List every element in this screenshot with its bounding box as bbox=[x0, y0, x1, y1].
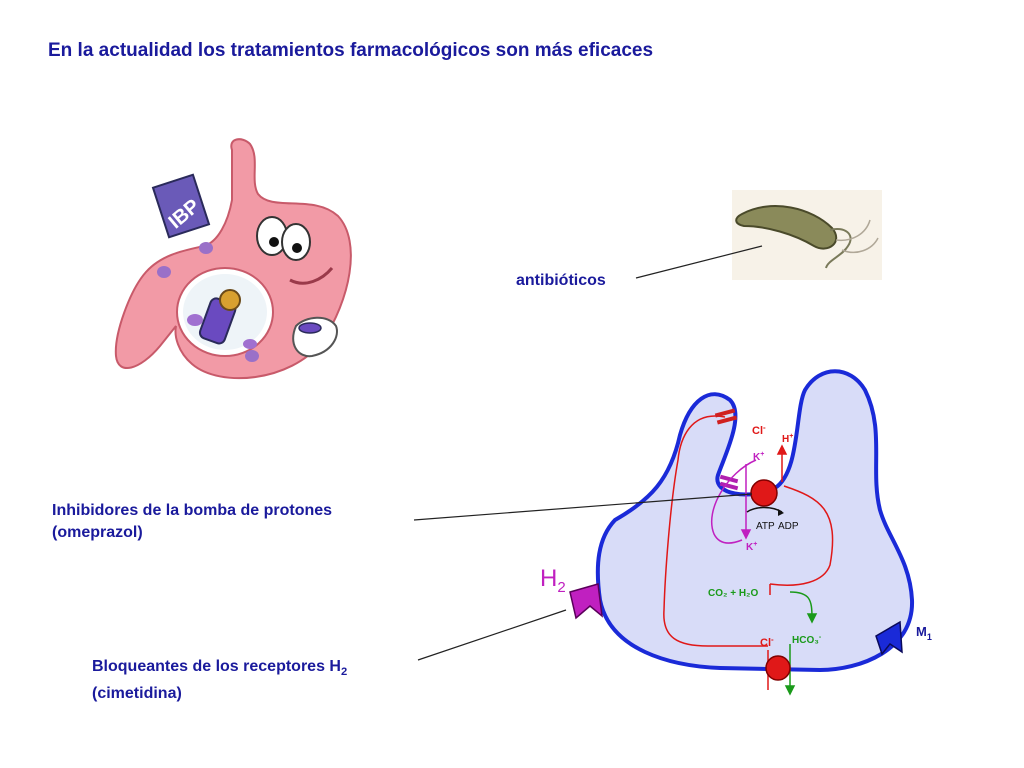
svg-text:Cl-: Cl- bbox=[760, 635, 774, 649]
potassium-channel bbox=[719, 474, 739, 491]
cl-top-label: Cl- bbox=[752, 423, 766, 437]
m1-receptor: M1 bbox=[875, 620, 932, 656]
h2-blockers-label: Bloqueantes de los receptores H2 (cimeti… bbox=[92, 656, 347, 705]
h2-receptor: H2 bbox=[540, 565, 603, 620]
co2-label: CO₂ + H₂O bbox=[708, 588, 759, 599]
pills-inside bbox=[157, 242, 259, 362]
adp-label: ADP bbox=[778, 521, 799, 532]
svg-text:Cl-: Cl- bbox=[752, 423, 766, 437]
parietal-cell-diagram: Cl- H+ K+ K+ ATP ADP CO₂ + H₂O bbox=[540, 369, 932, 696]
h2-blockers-line-1: Bloqueantes de los receptores H2 bbox=[92, 658, 348, 679]
chloride-channel-top bbox=[714, 408, 738, 425]
cell-body bbox=[595, 369, 915, 673]
h-plus-arrow bbox=[776, 444, 788, 482]
svg-text:H2: H2 bbox=[540, 565, 566, 596]
proton-pump-inhibitors-label: Inhibidores de la bomba de protones (ome… bbox=[52, 500, 332, 544]
red-chloride-loop bbox=[663, 415, 834, 647]
svg-text:K+: K+ bbox=[753, 451, 764, 463]
atp-label: ATP bbox=[756, 521, 775, 532]
antibiotics-label: antibióticos bbox=[516, 272, 606, 289]
svg-text:K+: K+ bbox=[746, 541, 757, 553]
svg-text:H+: H+ bbox=[782, 433, 793, 445]
cl-bottom-label: Cl- bbox=[760, 635, 774, 649]
h-plus-label: H+ bbox=[782, 433, 793, 445]
stomach-eyes bbox=[256, 216, 334, 285]
svg-text:HCO₃-: HCO₃- bbox=[792, 634, 822, 646]
k-plus-top-label: K+ bbox=[753, 451, 764, 463]
h2-blockers-line-2: (cimetidina) bbox=[92, 685, 182, 703]
ppi-line-1: Inhibidores de la bomba de protones bbox=[52, 502, 333, 519]
svg-text:M1: M1 bbox=[916, 624, 932, 642]
helicobacter-bacterium-image bbox=[732, 190, 882, 280]
ppi-line-2: (omeprazol) bbox=[52, 524, 143, 541]
stomach-cartoon-illustration: IBP bbox=[114, 138, 352, 380]
proton-pump bbox=[750, 479, 778, 507]
chloride-bicarbonate-exchanger bbox=[765, 650, 791, 690]
svg-text:CO₂ + H₂O: CO₂ + H₂O bbox=[708, 588, 759, 599]
hco3-label: HCO₃- bbox=[792, 634, 822, 646]
k-plus-bottom-label: K+ bbox=[746, 541, 757, 553]
slide-title: En la actualidad los tratamientos farmac… bbox=[48, 40, 654, 61]
pill-box: IBP bbox=[151, 173, 211, 239]
stomach-hand bbox=[292, 316, 338, 358]
